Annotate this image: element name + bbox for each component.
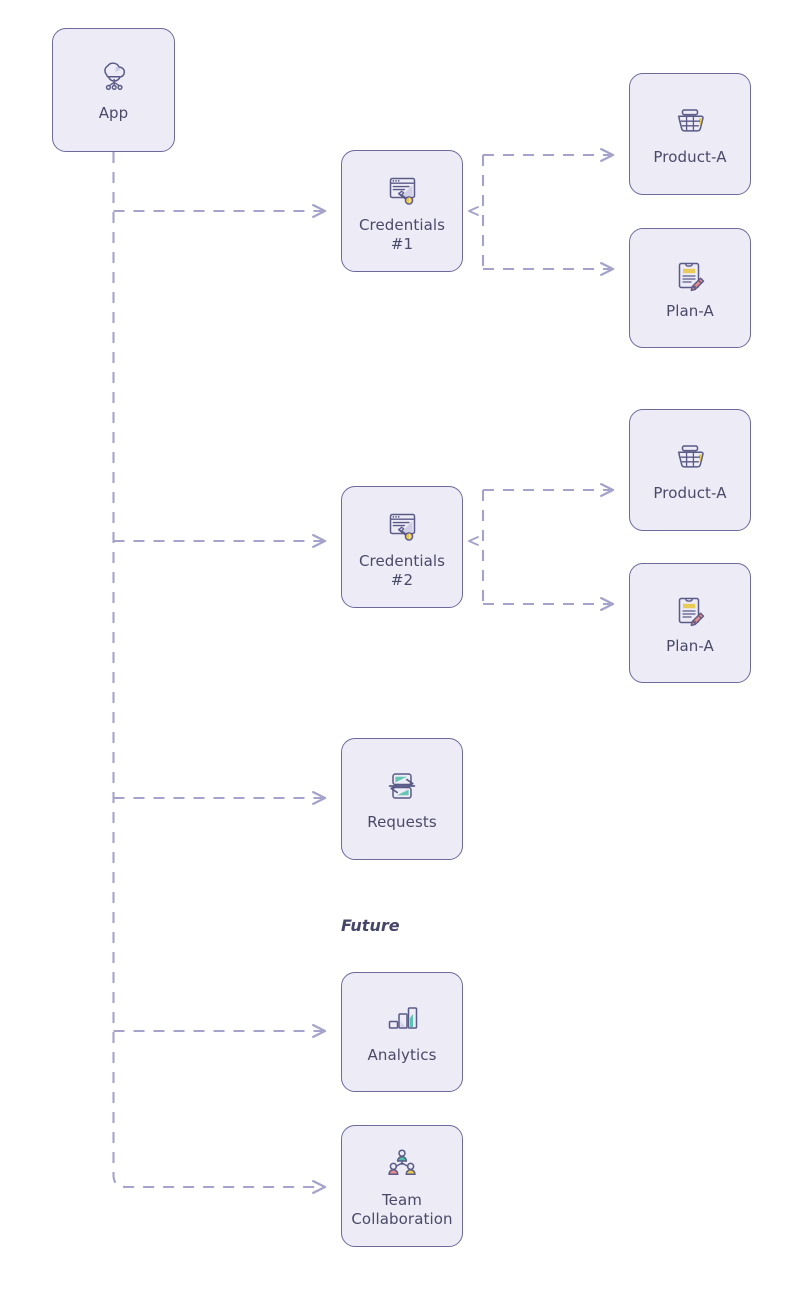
bar-chart-icon	[382, 999, 422, 1039]
node-app-label: App	[98, 104, 129, 122]
node-credentials-2[interactable]: Credentials #2	[341, 486, 463, 608]
arrowhead-into-credentials-2	[468, 206, 479, 216]
node-credentials-2-label: Credentials #2	[358, 551, 446, 589]
exchange-arrows-icon	[382, 766, 422, 806]
shopping-basket-icon	[670, 101, 710, 141]
node-plan-a-1[interactable]: Plan-A	[629, 228, 751, 348]
section-label-future: Future	[341, 916, 400, 935]
arrowhead-into-credentials-1	[468, 536, 479, 546]
shopping-basket-icon	[670, 437, 710, 477]
node-app[interactable]: App	[52, 28, 175, 152]
node-requests[interactable]: Requests	[341, 738, 463, 860]
team-users-icon	[382, 1144, 422, 1184]
node-credentials-1[interactable]: Credentials #1	[341, 150, 463, 272]
cloud-network-icon	[94, 57, 134, 97]
node-requests-label: Requests	[367, 813, 437, 831]
node-plan-a-1-label: Plan-A	[666, 302, 714, 320]
node-product-a-1-label: Product-A	[653, 148, 727, 166]
node-plan-a-2[interactable]: Plan-A	[629, 563, 751, 683]
edge-app-trunk	[112, 152, 327, 1195]
clipboard-pencil-icon	[670, 255, 710, 295]
node-product-a-2-label: Product-A	[653, 484, 727, 502]
node-credentials-1-label: Credentials #1	[358, 215, 446, 253]
browser-key-icon	[382, 169, 422, 209]
node-team-collaboration-label: Team Collaboration	[351, 1190, 453, 1228]
clipboard-pencil-icon	[670, 590, 710, 630]
node-product-a-2[interactable]: Product-A	[629, 409, 751, 531]
section-label-future-text: Future	[341, 916, 400, 935]
node-product-a-1[interactable]: Product-A	[629, 73, 751, 195]
node-team-collaboration[interactable]: Team Collaboration	[341, 1125, 463, 1247]
browser-key-icon	[382, 505, 422, 545]
node-analytics-label: Analytics	[367, 1046, 437, 1064]
node-analytics[interactable]: Analytics	[341, 972, 463, 1092]
node-plan-a-2-label: Plan-A	[666, 637, 714, 655]
